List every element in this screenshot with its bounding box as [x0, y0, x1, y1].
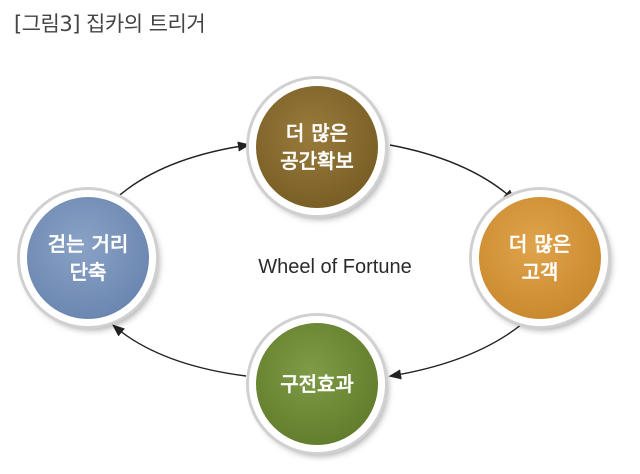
node-word-of-mouth-line1: 구전효과: [280, 372, 354, 396]
arrow-bottom-to-left: [112, 324, 247, 377]
node-more-customers: 더 많은 고객: [472, 190, 608, 326]
arrow-left-to-top: [113, 141, 251, 201]
node-more-space-line2: 공간확보: [280, 149, 354, 173]
node-more-space: 더 많은 공간확보: [249, 79, 385, 215]
node-shorter-walk-line2: 단축: [69, 260, 107, 284]
arrow-top-to-right: [389, 144, 516, 202]
node-more-customers-line2: 고객: [521, 260, 559, 284]
node-more-customers-line1: 더 많은: [508, 232, 572, 256]
node-shorter-walk: 걷는 거리 단축: [20, 190, 156, 326]
figure-caption: [그림3] 집카의 트리거: [14, 12, 206, 36]
node-more-space-line1: 더 많은: [285, 121, 349, 145]
node-word-of-mouth: 구전효과: [249, 316, 385, 452]
arrow-right-to-bottom: [388, 323, 523, 380]
node-shorter-walk-line1: 걷는 거리: [47, 232, 129, 256]
center-label: Wheel of Fortune: [258, 256, 412, 278]
